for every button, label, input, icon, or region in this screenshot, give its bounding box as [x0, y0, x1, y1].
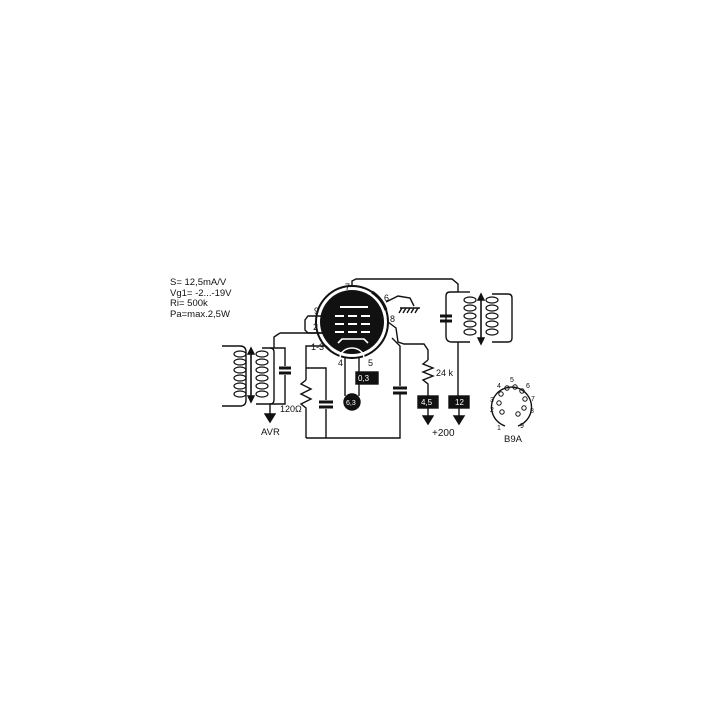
- anode-wiring: [351, 278, 459, 292]
- spec-grid-voltage: Vg1= -2...-19V: [170, 287, 232, 299]
- socket-pin-6: 6: [526, 383, 530, 390]
- pin-1-3-label: 1-3: [311, 342, 324, 352]
- spec-internal-resistance: Ri= 500k: [170, 298, 208, 309]
- screen-grid-circuit: [387, 321, 439, 426]
- pin-7-label: 7: [345, 282, 350, 292]
- socket-pin-3: 3: [490, 397, 494, 404]
- heater-current-label: 0,3: [358, 374, 370, 383]
- socket-type-label: B9A: [504, 434, 523, 445]
- grid-wiring: [273, 315, 325, 348]
- heater-circuit: [343, 358, 379, 411]
- input-transformer: [222, 345, 291, 424]
- tube-specifications: S= 12,5mA/V Vg1= -2...-19V Ri= 500k Pa=m…: [170, 277, 232, 320]
- socket-pin-5: 5: [510, 377, 514, 384]
- cathode-network: [299, 337, 407, 439]
- socket-pin-7: 7: [531, 396, 535, 403]
- socket-pin-1: 1: [497, 425, 501, 432]
- pin-8-label: 8: [390, 314, 395, 324]
- pin-9-label: 9: [314, 306, 319, 316]
- ground-connection: [385, 295, 420, 314]
- anode-current-label: 12: [455, 398, 464, 407]
- spec-anode-dissipation: Pa=max.2,5W: [170, 308, 230, 320]
- socket-pin-9: 9: [520, 423, 524, 430]
- pin-2-label: 2: [313, 322, 318, 332]
- pin-6-label: 6: [384, 293, 389, 303]
- cathode-resistor-label: 120Ω: [280, 404, 302, 414]
- screen-current-label: 4,5: [421, 398, 433, 407]
- screen-resistor-label: 24 k: [436, 368, 454, 378]
- socket-pin-8: 8: [530, 408, 534, 415]
- agc-label: AVR: [261, 427, 280, 438]
- supply-voltage-label: +200: [432, 428, 455, 439]
- socket-pin-4: 4: [497, 383, 501, 390]
- pin-4-label: 4: [338, 358, 343, 368]
- output-transformer: [440, 291, 513, 426]
- b9a-socket-diagram: [490, 384, 533, 427]
- pin-5-label: 5: [368, 358, 373, 368]
- heater-voltage-label: 6,3: [346, 400, 356, 407]
- spec-transconductance: S= 12,5mA/V: [170, 277, 227, 288]
- socket-pin-2: 2: [490, 407, 494, 414]
